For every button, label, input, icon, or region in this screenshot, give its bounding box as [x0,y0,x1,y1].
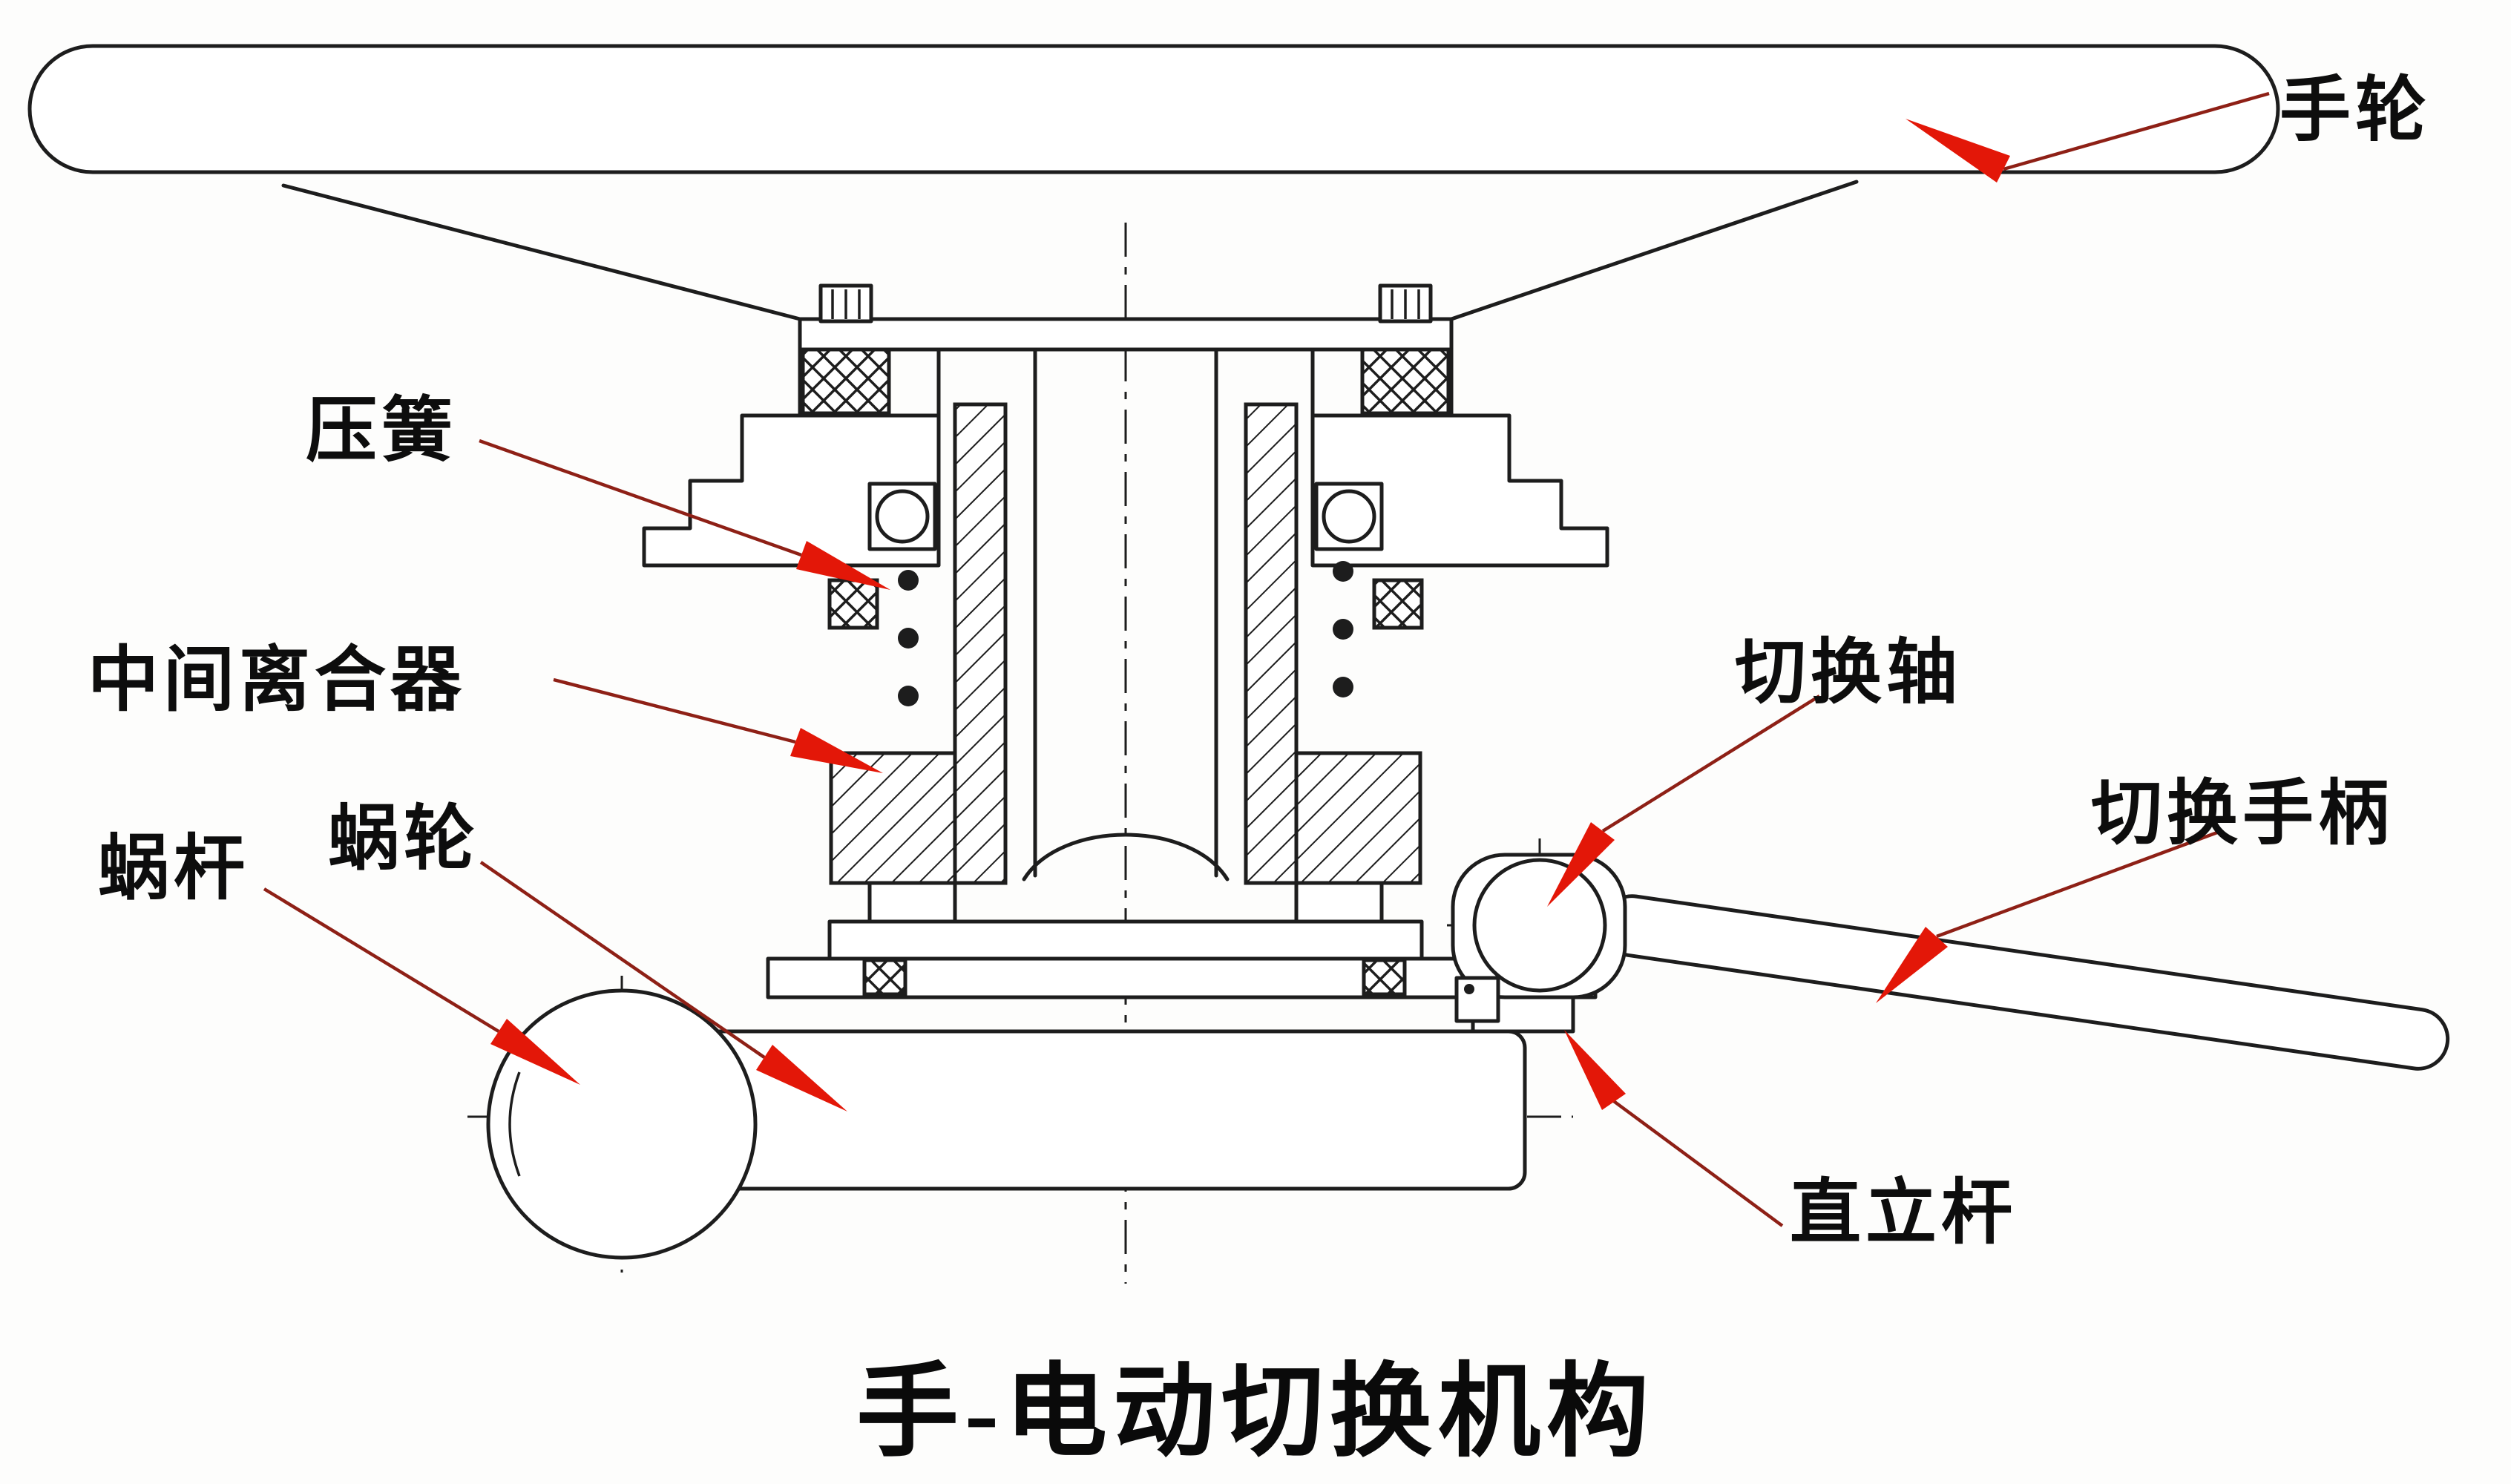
arrow-switching-handle [1876,927,1948,1003]
packing-seals [827,578,1424,630]
leader-worm [263,887,500,1033]
switching-handle-bar [1601,894,2450,1071]
switching-assembly [1451,853,2450,1071]
arrow-vertical-rod [1564,1030,1626,1110]
hub-top-plate [798,283,1454,418]
arrow-worm-wheel [756,1045,847,1112]
spring-dots [898,561,1353,706]
label-switching-handle: 切换手柄 [2091,774,2394,853]
leader-spring [479,439,802,557]
housing-plates [766,919,1598,1034]
callout-arrows [490,119,2010,1112]
worm-end-circle [486,988,758,1260]
leader-vertical-rod [1610,1098,1784,1227]
handwheel-drawing [27,44,2280,321]
arrow-handwheel [1906,119,2010,183]
leader-clutch [553,677,796,744]
label-vertical-rod: 直立杆 [1790,1173,2017,1252]
label-switching-shaft: 切换轴 [1735,633,1962,712]
arrow-worm [490,1019,580,1085]
label-worm: 蜗杆 [98,829,249,908]
arrow-switching-shaft [1547,822,1615,907]
left-bearing-ball [875,489,930,544]
label-handwheel: 手轮 [2279,70,2431,150]
leader-switching-shaft [1601,695,1821,833]
arrow-spring [796,541,890,590]
label-worm-wheel: 蜗轮 [328,799,479,879]
leader-switching-handle [1936,830,2218,939]
diagram-title: 手-电动切换机构 [856,1356,1655,1469]
lower-clutch [829,751,1422,924]
leader-lines [263,91,2270,1227]
label-compression-spring: 压簧 [306,391,457,470]
label-intermediate-clutch: 中间离合器 [88,640,466,720]
clutch-sleeve [953,347,1299,885]
leader-worm-wheel [479,861,766,1059]
leader-handwheel [2003,91,2270,171]
arrow-clutch [790,728,883,773]
switching-shaft-circle [1472,858,1607,993]
worm-assembly [486,988,1527,1260]
left-bolt [801,347,891,416]
right-bearing-ball [1322,489,1376,544]
right-bolt [1360,347,1451,416]
flange-wings [642,413,1609,568]
worm-cylinder [692,1029,1527,1191]
